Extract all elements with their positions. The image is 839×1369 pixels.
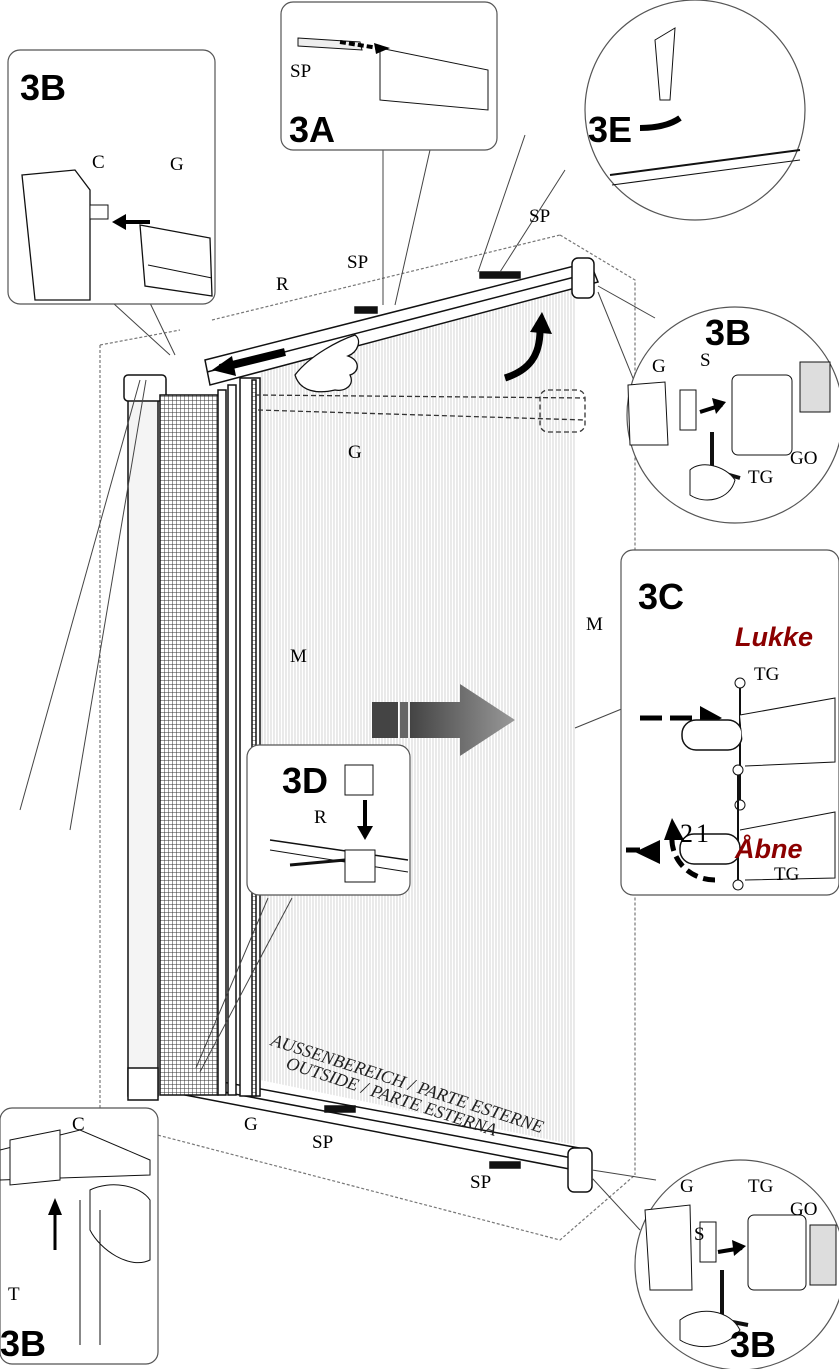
panel-3d bbox=[246, 744, 411, 896]
panel-3b-bottom-left bbox=[0, 1107, 159, 1365]
arrow-icon bbox=[212, 312, 552, 756]
part-sp-3a: SP bbox=[290, 61, 311, 82]
pencil-icon bbox=[639, 27, 682, 131]
part-s-3b-top-right: S bbox=[700, 350, 711, 371]
part-tg-3b-bottom-right: TG bbox=[748, 1176, 774, 1197]
part-s-3b-bottom-right: S bbox=[694, 1224, 705, 1245]
part-sp-top-left: SP bbox=[347, 252, 368, 273]
part-tg-3c-bottom: TG bbox=[774, 864, 800, 885]
hand-icon bbox=[294, 334, 360, 393]
part-r-top: R bbox=[276, 274, 289, 295]
panel-3b-top-right bbox=[626, 306, 839, 524]
wall-frame bbox=[99, 234, 636, 1241]
label-3a: 3A bbox=[289, 109, 335, 150]
part-c-3b-top-left: C bbox=[92, 152, 105, 173]
panel-3e bbox=[584, 0, 806, 221]
part-c-3b-bottom-left: C bbox=[72, 1114, 85, 1135]
part-g-bottom: G bbox=[244, 1114, 258, 1135]
panel-3b-top-left bbox=[7, 49, 216, 305]
label-3d: 3D bbox=[282, 760, 328, 801]
ghost-bar bbox=[254, 389, 586, 433]
part-m-left: M bbox=[290, 646, 307, 667]
label-3b-bottom-right: 3B bbox=[730, 1324, 776, 1365]
part-r-3d: R bbox=[314, 807, 327, 828]
label-3e: 3E bbox=[588, 109, 632, 150]
state-open: Åbne bbox=[734, 833, 803, 864]
label-3c: 3C bbox=[638, 576, 684, 617]
part-tg-3c-top: TG bbox=[754, 664, 780, 685]
part-m-right: M bbox=[586, 614, 603, 635]
state-close: Lukke bbox=[735, 622, 813, 652]
panel-3c bbox=[620, 549, 839, 896]
step-2: 2 bbox=[680, 819, 693, 848]
cassette-left bbox=[123, 374, 261, 1101]
part-g-3b-top-right: G bbox=[652, 356, 666, 377]
part-g-3b-bottom-right: G bbox=[680, 1176, 694, 1197]
label-3b-bottom-left: 3B bbox=[0, 1323, 46, 1364]
part-sp-bottom-right: SP bbox=[470, 1172, 491, 1193]
part-go-3b-bottom-right: GO bbox=[790, 1199, 817, 1220]
part-sp-bottom-left: SP bbox=[312, 1132, 333, 1153]
label-3b-top-left: 3B bbox=[20, 67, 66, 108]
part-g-top: G bbox=[348, 442, 362, 463]
step-1: 1 bbox=[696, 819, 709, 848]
clip-icon bbox=[344, 764, 376, 883]
label-3b-top-right: 3B bbox=[705, 312, 751, 353]
part-sp-top-right: SP bbox=[529, 206, 550, 227]
panel-3a bbox=[280, 1, 498, 151]
part-tg-3b-top-right: TG bbox=[748, 467, 774, 488]
part-go-3b-top-right: GO bbox=[790, 448, 817, 469]
panel-3b-bottom-right bbox=[634, 1159, 839, 1369]
part-t-3b-bottom-left: T bbox=[8, 1284, 20, 1305]
part-g-3b-top-left: G bbox=[170, 154, 184, 175]
